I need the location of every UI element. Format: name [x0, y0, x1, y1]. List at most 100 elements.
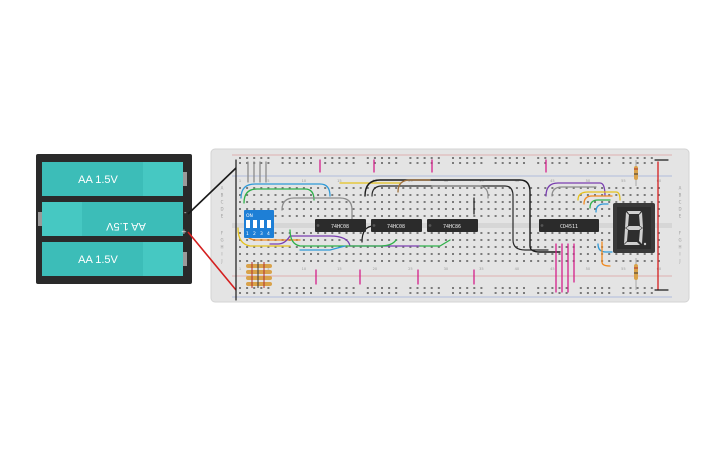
- breadboard-hole[interactable]: [352, 157, 355, 159]
- breadboard-hole[interactable]: [523, 208, 525, 210]
- breadboard-hole[interactable]: [402, 246, 405, 248]
- breadboard-hole[interactable]: [416, 187, 419, 189]
- breadboard-hole[interactable]: [260, 201, 263, 203]
- breadboard-hole[interactable]: [338, 215, 341, 217]
- breadboard-hole[interactable]: [473, 253, 476, 255]
- breadboard-hole[interactable]: [331, 246, 334, 248]
- breadboard-hole[interactable]: [558, 194, 561, 196]
- breadboard-hole[interactable]: [444, 239, 447, 241]
- breadboard-hole[interactable]: [586, 232, 589, 234]
- breadboard-hole[interactable]: [253, 253, 256, 255]
- breadboard-hole[interactable]: [508, 201, 511, 203]
- breadboard-hole[interactable]: [537, 162, 540, 164]
- breadboard-hole[interactable]: [523, 215, 525, 217]
- breadboard-hole[interactable]: [586, 292, 589, 294]
- wire-orange-right[interactable]: [583, 195, 613, 205]
- seven-segment-display[interactable]: [613, 203, 655, 253]
- breadboard-hole[interactable]: [345, 292, 348, 294]
- breadboard-hole[interactable]: [558, 201, 561, 203]
- breadboard-hole[interactable]: [281, 187, 284, 189]
- breadboard-hole[interactable]: [381, 232, 383, 234]
- breadboard-hole[interactable]: [530, 246, 533, 248]
- breadboard-hole[interactable]: [586, 187, 589, 189]
- breadboard-hole[interactable]: [515, 157, 518, 159]
- breadboard-hole[interactable]: [657, 253, 660, 255]
- breadboard-hole[interactable]: [324, 287, 327, 289]
- breadboard-hole[interactable]: [246, 292, 249, 294]
- breadboard-hole[interactable]: [643, 287, 646, 289]
- breadboard-hole[interactable]: [551, 208, 554, 210]
- breadboard-hole[interactable]: [657, 187, 660, 189]
- breadboard-hole[interactable]: [508, 253, 511, 255]
- breadboard-hole[interactable]: [288, 208, 291, 210]
- breadboard-hole[interactable]: [310, 253, 312, 255]
- breadboard-hole[interactable]: [281, 201, 284, 203]
- breadboard-hole[interactable]: [650, 253, 653, 255]
- breadboard-hole[interactable]: [508, 194, 511, 196]
- breadboard-hole[interactable]: [622, 187, 625, 189]
- breadboard-hole[interactable]: [565, 246, 568, 248]
- breadboard-hole[interactable]: [650, 162, 653, 164]
- breadboard-hole[interactable]: [466, 201, 469, 203]
- breadboard-hole[interactable]: [430, 194, 433, 196]
- breadboard-hole[interactable]: [579, 157, 582, 159]
- breadboard-hole[interactable]: [508, 232, 511, 234]
- breadboard-hole[interactable]: [416, 287, 419, 289]
- breadboard-hole[interactable]: [331, 162, 334, 164]
- breadboard-hole[interactable]: [643, 162, 646, 164]
- wire-yellow-right[interactable]: [577, 191, 621, 201]
- breadboard-hole[interactable]: [444, 208, 447, 210]
- breadboard-hole[interactable]: [388, 187, 391, 189]
- breadboard-hole[interactable]: [338, 187, 341, 189]
- breadboard-hole[interactable]: [537, 194, 540, 196]
- breadboard-hole[interactable]: [608, 239, 611, 241]
- breadboard-hole[interactable]: [239, 157, 241, 159]
- chip-74hc86[interactable]: 74HC86: [427, 219, 478, 232]
- breadboard-hole[interactable]: [551, 260, 554, 262]
- breadboard-hole[interactable]: [430, 292, 433, 294]
- breadboard-hole[interactable]: [310, 232, 312, 234]
- breadboard-hole[interactable]: [579, 239, 582, 241]
- breadboard-hole[interactable]: [466, 157, 469, 159]
- breadboard-hole[interactable]: [430, 253, 433, 255]
- breadboard-hole[interactable]: [246, 162, 249, 164]
- breadboard-hole[interactable]: [629, 253, 632, 255]
- breadboard-hole[interactable]: [302, 162, 305, 164]
- breadboard-hole[interactable]: [409, 187, 412, 189]
- breadboard-hole[interactable]: [317, 208, 320, 210]
- breadboard-hole[interactable]: [423, 187, 426, 189]
- breadboard-hole[interactable]: [494, 292, 497, 294]
- breadboard-hole[interactable]: [629, 292, 632, 294]
- breadboard-hole[interactable]: [501, 157, 504, 159]
- breadboard-hole[interactable]: [501, 215, 504, 217]
- breadboard-hole[interactable]: [565, 194, 568, 196]
- breadboard-hole[interactable]: [657, 239, 660, 241]
- breadboard-hole[interactable]: [537, 239, 540, 241]
- breadboard-hole[interactable]: [281, 157, 284, 159]
- breadboard-hole[interactable]: [302, 201, 305, 203]
- breadboard-hole[interactable]: [239, 162, 241, 164]
- breadboard-hole[interactable]: [345, 215, 348, 217]
- breadboard-hole[interactable]: [402, 194, 405, 196]
- breadboard-hole[interactable]: [558, 292, 561, 294]
- breadboard-hole[interactable]: [373, 208, 376, 210]
- breadboard-hole[interactable]: [473, 157, 476, 159]
- breadboard-hole[interactable]: [530, 232, 533, 234]
- breadboard-hole[interactable]: [310, 201, 312, 203]
- breadboard-hole[interactable]: [636, 157, 639, 159]
- breadboard-hole[interactable]: [381, 239, 383, 241]
- breadboard-hole[interactable]: [366, 201, 369, 203]
- breadboard-hole[interactable]: [423, 157, 426, 159]
- breadboard-hole[interactable]: [515, 253, 518, 255]
- breadboard-hole[interactable]: [253, 292, 256, 294]
- breadboard-hole[interactable]: [416, 162, 419, 164]
- breadboard-hole[interactable]: [274, 253, 277, 255]
- breadboard-hole[interactable]: [267, 246, 270, 248]
- breadboard-hole[interactable]: [487, 260, 490, 262]
- breadboard-hole[interactable]: [359, 194, 362, 196]
- breadboard-hole[interactable]: [452, 194, 454, 196]
- breadboard-hole[interactable]: [324, 162, 327, 164]
- breadboard-hole[interactable]: [650, 194, 653, 196]
- breadboard-hole[interactable]: [430, 287, 433, 289]
- breadboard-hole[interactable]: [444, 253, 447, 255]
